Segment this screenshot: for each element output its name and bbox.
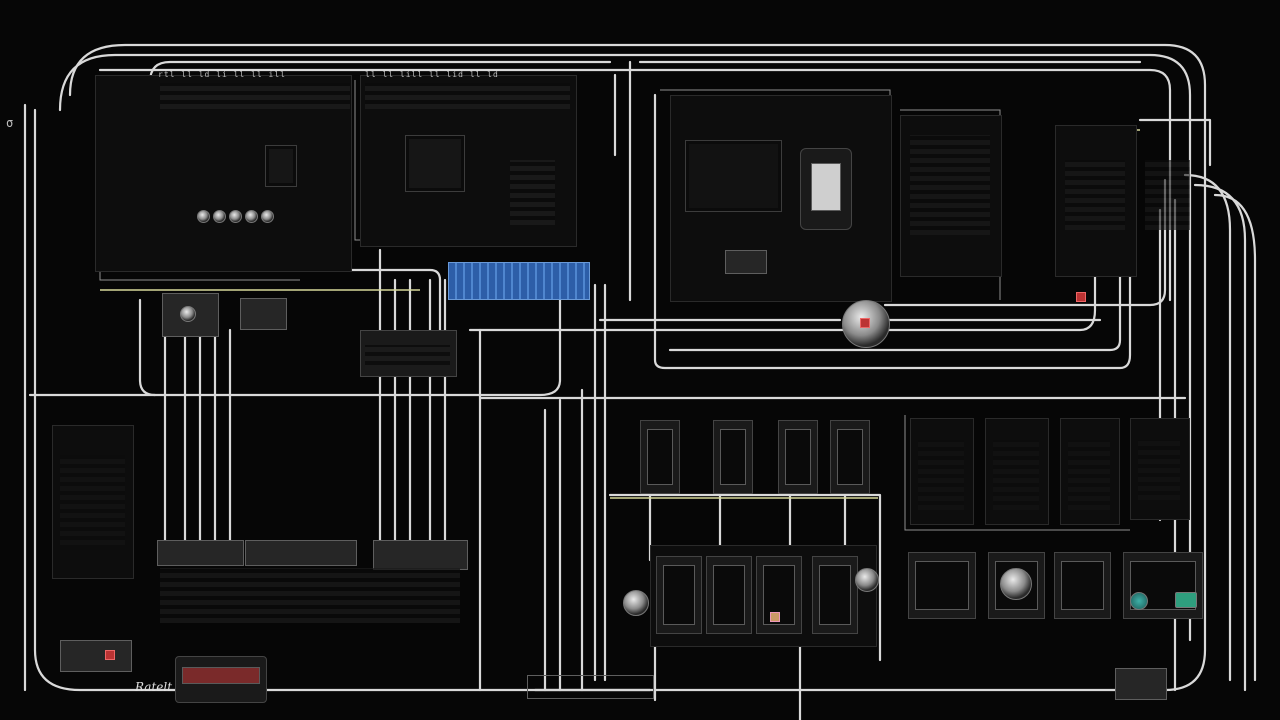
wire-outer-frame-inner [58, 53, 1192, 642]
panel-text-4 [1138, 440, 1180, 500]
blue-terminal-block [448, 262, 590, 300]
controller-card-2 [706, 556, 752, 634]
relay-module-3 [778, 420, 818, 494]
relay-housing [685, 140, 782, 212]
relay-module-2 [713, 420, 753, 494]
terminal-bank-pins [365, 345, 450, 370]
fuse-indicator [770, 612, 780, 622]
panel-text-1 [918, 440, 964, 510]
info-plate-text [60, 455, 125, 545]
terminal-strip-far-right [1145, 160, 1190, 230]
indicator-led [229, 210, 242, 223]
terminal-strip-right [1065, 160, 1125, 230]
wire-leads [160, 568, 460, 623]
indicator-led [245, 210, 258, 223]
header-pin-strip-middle [365, 83, 570, 109]
wire-outer-frame [33, 43, 1207, 692]
indicator-led [197, 210, 210, 223]
battery-indicator [105, 650, 115, 660]
terminal-rail-1 [157, 540, 244, 566]
controller-card-4 [812, 556, 858, 634]
instrument-panel-1 [910, 418, 974, 525]
instrument-panel-3 [1060, 418, 1120, 525]
switch-knob [180, 306, 196, 322]
status-led-red [1076, 292, 1086, 302]
info-plate [52, 425, 134, 579]
meter-module-3 [1054, 552, 1111, 619]
fuse-holder [240, 298, 287, 330]
header-pin-strip-left [160, 83, 350, 109]
connector-block [725, 250, 767, 274]
teal-led [1130, 592, 1148, 610]
microcontroller-chip [405, 135, 465, 192]
indicator-led [261, 210, 274, 223]
battery-pack [175, 656, 267, 703]
knob-right [855, 568, 879, 592]
relay-module-1 [640, 420, 680, 494]
panel-text-3 [1068, 440, 1110, 510]
cable-clamp [527, 675, 654, 699]
controller-card-1 [656, 556, 702, 634]
meter-module-1 [908, 552, 976, 619]
indicator-led [213, 210, 226, 223]
resistor-array [510, 160, 555, 225]
brand-mark: Ratelt [135, 680, 173, 694]
header-label-middle: ll ll lill ll lid ll ld [365, 70, 499, 79]
battery-terminal [60, 640, 132, 672]
instrument-panel-2 [985, 418, 1049, 525]
transformer [800, 148, 852, 230]
switch-indicator [860, 318, 870, 328]
terminal-matrix [910, 135, 990, 235]
dial-knob [1000, 568, 1032, 600]
terminal-rail-2 [245, 540, 357, 566]
knob-left [623, 590, 649, 616]
terminal-rail-3 [373, 540, 468, 570]
ic-chip [265, 145, 297, 187]
instrument-panel-4 [1130, 418, 1190, 520]
relay-module-4 [830, 420, 870, 494]
controller-card-3 [756, 556, 802, 634]
edge-symbol: σ [6, 116, 14, 130]
header-label-left: rtl ll ld li ll ll ill [158, 70, 286, 79]
panel-text-2 [993, 440, 1039, 510]
green-display [1175, 592, 1197, 608]
cable-gland [1115, 668, 1167, 700]
